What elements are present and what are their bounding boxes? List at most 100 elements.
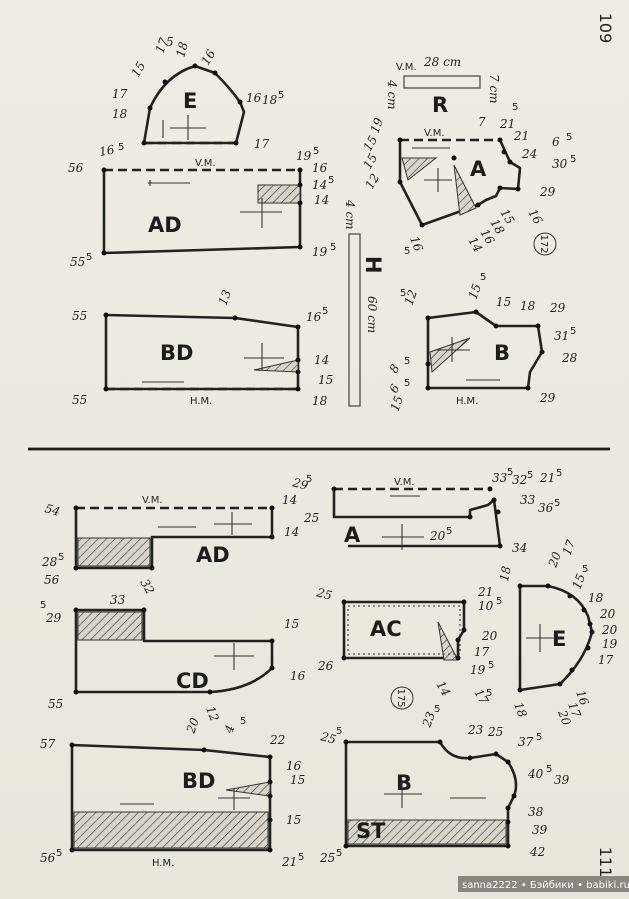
dim-label: 5 (278, 90, 284, 101)
dim-label: 55 (48, 697, 63, 711)
labels-top-E: 17 5 18 16 15 17 18 16 18 5 17 (112, 35, 284, 151)
piece-label: B (396, 771, 412, 795)
dim-label: 5 (570, 154, 576, 165)
dim-label: 38 (528, 805, 544, 819)
dim-label: 19 (602, 637, 618, 651)
dim-label: 21 (477, 585, 493, 599)
dim-label: 57 (40, 737, 56, 751)
dim-label: 29 (45, 611, 62, 625)
dim-label: 23 (467, 723, 484, 737)
dim-label: 15 (286, 813, 301, 827)
watermark-text: sanna2222 • Бэйбики • babiki.ru (462, 880, 629, 891)
piece-bottom-CD: CD (73, 607, 275, 695)
dim-label: 5 (434, 704, 440, 715)
dim-label: 5 (328, 175, 334, 186)
piece-label: AD (196, 543, 230, 567)
dim-label: 32 (512, 473, 527, 487)
piece-label: H (361, 256, 385, 274)
dim-label: 15 (466, 282, 484, 301)
dim-label: 18 (312, 394, 328, 408)
dim-label: 5 (507, 467, 513, 478)
dim-label: 16 (312, 161, 328, 175)
piece-bottom-AC: AC (341, 599, 467, 661)
piece-label: BD (182, 769, 215, 793)
dim-label: 21 (499, 117, 515, 131)
dim-label: 20 (545, 550, 564, 570)
dim-label: 5 (496, 596, 502, 607)
dim-label: 18 (520, 299, 536, 313)
labels-bottom-CD: 29 5 33 15 16 55 12 (40, 593, 306, 723)
dim-label: 20 (601, 623, 618, 637)
dim-label: 5 (404, 356, 410, 367)
dim-label: 32 (137, 577, 157, 597)
dim-label: 5 (58, 552, 64, 563)
dim-label: 15 (290, 773, 305, 787)
piece-top-A: A V.M. (397, 128, 522, 228)
dim-label: 19 (368, 116, 387, 135)
dim-label: 20 (429, 529, 446, 543)
dim-label: 39 (532, 823, 548, 837)
dim-label: 15 (570, 572, 588, 591)
piece-sublabel: ST (356, 819, 386, 843)
dim-label: 18 (112, 107, 128, 121)
labels-bottom-B: 25 5 23 5 23 25 37 5 40 5 39 38 39 42 25… (318, 704, 569, 865)
dim-label: 18 (487, 217, 507, 238)
dim-label: 10 (478, 599, 494, 613)
dim-label: 5 (330, 242, 336, 253)
dim-label: 15 (318, 373, 333, 387)
dim-label: 31 (554, 329, 569, 343)
piece-bottom-BD: BD H.M. (69, 742, 273, 869)
dim-label: 17 (598, 653, 614, 667)
dim-label: 5 (306, 474, 312, 485)
dim-label: 16 (407, 234, 426, 253)
dim-label: 36 (538, 501, 554, 515)
dim-label: 54 (43, 501, 61, 518)
piece-label: AC (370, 617, 402, 641)
dim-label: 14 (312, 178, 327, 192)
dim-label: 8 (386, 362, 402, 376)
piece-bottom-E: E (517, 583, 595, 693)
dim-label: 16 (246, 91, 262, 105)
dim-label: 34 (512, 541, 527, 555)
dim-label: 18 (173, 40, 191, 59)
dim-label: 28 cm (423, 55, 461, 69)
dim-label: 5 (118, 142, 124, 153)
dim-label: 14 (284, 525, 299, 539)
dim-label: 5 (446, 526, 452, 537)
dim-label: 24 (521, 147, 537, 161)
piece-label: AD (148, 213, 182, 237)
dim-label: 5 (298, 852, 304, 863)
dim-label: 18 (262, 93, 278, 107)
dim-label: 12 (362, 171, 382, 191)
dim-label: 5 (486, 688, 492, 699)
dim-label: 14 (433, 679, 453, 699)
line-label: H.M. (456, 396, 478, 407)
dim-label: 12 (402, 288, 420, 307)
piece-label: E (552, 627, 566, 651)
piece-bottom-AD: AD V.M. (73, 495, 275, 571)
dim-label: 5 (240, 716, 246, 727)
dim-label: 25 (319, 851, 335, 865)
piece-bottom-B: B ST (343, 739, 518, 849)
dim-label: 30 (552, 157, 568, 171)
dim-label: 21 (281, 855, 297, 869)
line-label: H.M. (152, 858, 174, 869)
dim-label: 20 (555, 707, 574, 727)
labels-bottom-E: 18 20 17 15 5 18 20 20 19 17 16 17 20 18 (497, 538, 617, 728)
dim-label: 17 (153, 36, 172, 55)
figure-number-circle (533, 232, 557, 256)
dim-label: 29 (549, 301, 566, 315)
piece-label: R (432, 93, 448, 117)
line-label: V.M. (394, 477, 415, 488)
dim-label: 5 (336, 726, 342, 737)
dim-label: 28 (561, 351, 578, 365)
dim-label: 5 (488, 660, 494, 671)
labels-bottom-A: 29 5 25 33 5 32 5 21 5 33 36 5 20 5 34 (290, 467, 562, 555)
dim-label: 17 (565, 700, 584, 719)
dim-label: 33 (110, 593, 126, 607)
dim-label: 25 (314, 585, 333, 603)
dim-label: 20 (481, 629, 498, 643)
dim-label: 16 (198, 47, 218, 68)
dim-label: 19 (312, 245, 328, 259)
